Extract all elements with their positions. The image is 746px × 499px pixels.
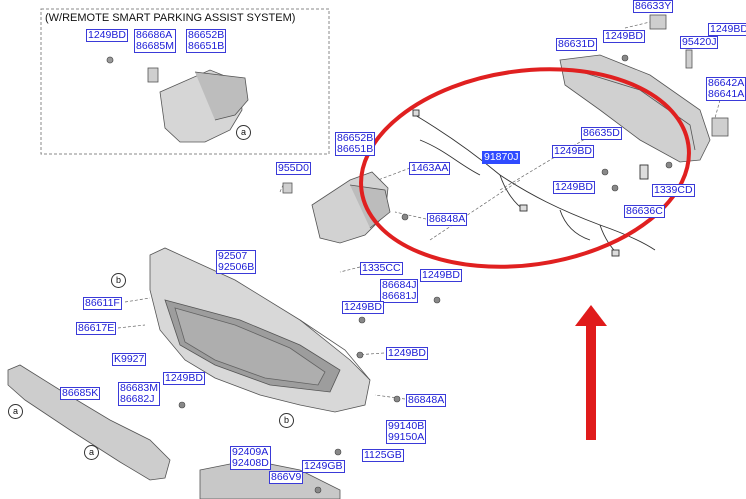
part-number: 99140B <box>388 420 425 432</box>
part-label-955D0[interactable]: 955D0 <box>276 162 311 175</box>
part-number: 86685M <box>136 40 174 52</box>
part-label-86642A-86641A[interactable]: 86642A 86641A <box>706 77 746 101</box>
part-label-1249BD-c2[interactable]: 1249BD <box>386 347 428 360</box>
part-number: 86652B <box>188 29 225 41</box>
bolt-icon <box>314 486 322 494</box>
part-number: 86684J <box>382 279 417 291</box>
bolt-icon <box>334 448 342 456</box>
highlight-ellipse <box>359 67 691 269</box>
part-label-86848A-bot[interactable]: 86848A <box>406 394 447 407</box>
bolt-icon <box>611 184 619 192</box>
red-arrow-icon <box>575 305 607 440</box>
part-label-1249BD-l[interactable]: 1249BD <box>163 372 205 385</box>
part-label-1249BD-inset[interactable]: 1249BD <box>86 29 128 42</box>
part-label-1249BD-mid[interactable]: 1249BD <box>552 145 594 158</box>
part-label-91870J[interactable]: 91870J <box>482 151 521 164</box>
callout-b-lower: b <box>279 413 294 428</box>
part-label-86636C[interactable]: 86636C <box>624 205 665 218</box>
bolt-icon <box>401 213 409 221</box>
part-number: 92409A <box>232 446 269 458</box>
bolts <box>178 54 673 494</box>
bolt-icon <box>178 401 186 409</box>
part-number: 86681J <box>382 290 417 302</box>
part-number: 86652B <box>337 132 374 144</box>
part-label-1249GB[interactable]: 1249GB <box>302 460 345 473</box>
part-label-86685K[interactable]: 86685K <box>60 387 101 400</box>
part-label-86848A-top[interactable]: 86848A <box>427 213 468 226</box>
part-label-1125GB[interactable]: 1125GB <box>362 449 404 462</box>
part-label-1249BD-top[interactable]: 1249BD <box>603 30 645 43</box>
callout-a-lower: a <box>84 445 99 460</box>
bolt-icon <box>356 351 364 359</box>
part-label-1339CD[interactable]: 1339CD <box>652 184 695 197</box>
part-number: 86641A <box>708 88 745 100</box>
part-label-86652B-86651B[interactable]: 86652B 86651B <box>335 132 376 156</box>
corner-bracket-part <box>282 171 391 244</box>
part-number: 86682J <box>120 393 155 405</box>
part-label-1249BD-c[interactable]: 1249BD <box>342 301 384 314</box>
bolt-icon <box>601 168 609 176</box>
part-label-1249BD-tr[interactable]: 1249BD <box>708 23 746 36</box>
part-label-86683M-86682J[interactable]: 86683M 86682J <box>118 382 160 406</box>
part-label-1249BD-mid2[interactable]: 1249BD <box>553 181 595 194</box>
bolt-icon <box>433 296 441 304</box>
part-label-95420J[interactable]: 95420J <box>680 36 719 49</box>
part-number: 86651B <box>188 40 225 52</box>
inset-bracket-part <box>106 56 249 143</box>
part-label-86635D[interactable]: 86635D <box>581 127 622 140</box>
callout-a: a <box>8 404 23 419</box>
bolt-icon <box>393 395 401 403</box>
part-label-92507-92506B[interactable]: 92507 92506B <box>216 250 257 274</box>
part-label-866V9[interactable]: 866V9 <box>269 471 304 484</box>
callout-a-inset: a <box>236 125 251 140</box>
bolt-icon <box>665 161 673 169</box>
part-number: 86651B <box>337 143 374 155</box>
inset-title: (W/REMOTE SMART PARKING ASSIST SYSTEM) <box>45 12 296 24</box>
bolt-icon <box>358 316 366 324</box>
wiring-harness-part <box>412 109 656 257</box>
inset-frame <box>40 8 330 155</box>
part-label-86617E[interactable]: 86617E <box>76 322 117 335</box>
part-label-86686A-86685M[interactable]: 86686A 86685M <box>134 29 176 53</box>
part-number: 92408D <box>232 457 269 469</box>
part-label-86631D[interactable]: 86631D <box>556 38 597 51</box>
part-number: 86683M <box>120 382 158 394</box>
part-number: 99150A <box>388 431 425 443</box>
part-label-86684J-86681J[interactable]: 86684J 86681J <box>380 279 419 303</box>
part-label-1335CC[interactable]: 1335CC <box>360 262 403 275</box>
bolt-icon <box>621 54 629 62</box>
part-number: 86642A <box>708 77 745 89</box>
part-label-K9927[interactable]: K9927 <box>112 353 147 366</box>
part-label-86611F[interactable]: 86611F <box>83 297 122 310</box>
part-number: 92506B <box>218 261 255 273</box>
part-label-1249BD-r[interactable]: 1249BD <box>420 269 462 282</box>
part-label-86652B-86651B-inset[interactable]: 86652B 86651B <box>186 29 227 53</box>
bumper-cover-part <box>149 247 371 413</box>
part-number: 86686A <box>136 29 173 41</box>
part-label-86633Y[interactable]: 86633Y <box>633 0 674 13</box>
part-label-1463AA[interactable]: 1463AA <box>409 162 451 175</box>
part-number: 92507 <box>218 250 248 262</box>
part-label-92409A-92408D[interactable]: 92409A 92408D <box>230 446 271 470</box>
part-label-99140B-99150A[interactable]: 99140B 99150A <box>386 420 427 444</box>
callout-b: b <box>111 273 126 288</box>
